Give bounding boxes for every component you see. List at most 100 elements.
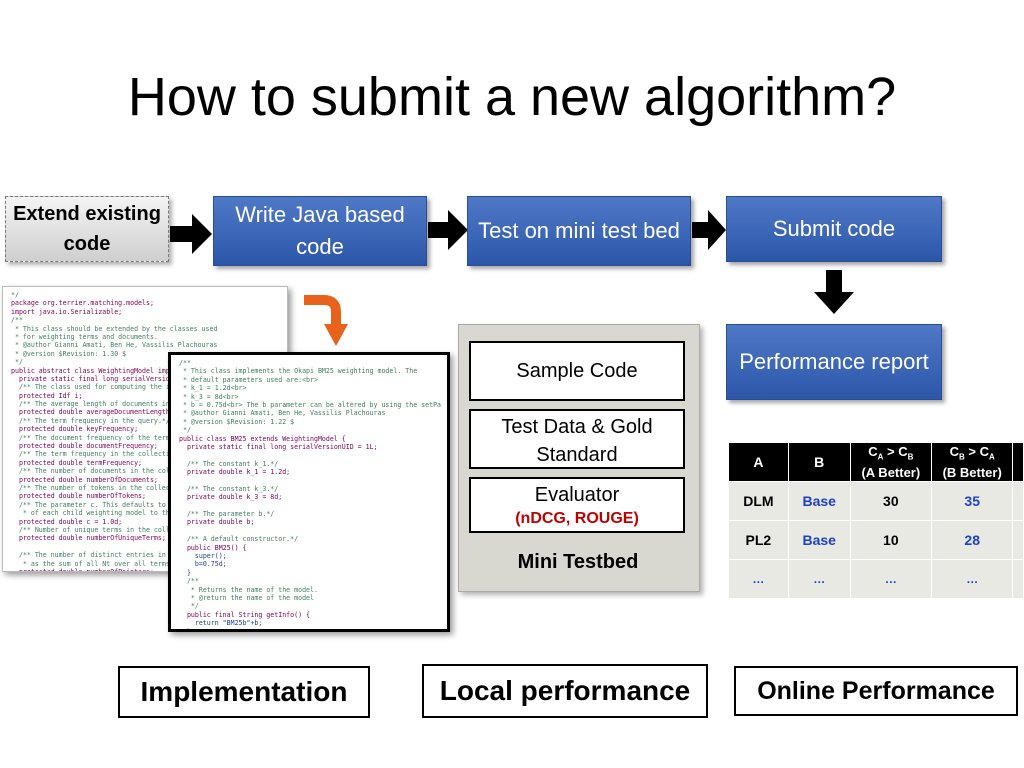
code-line: protected double termFrequency; bbox=[11, 458, 143, 467]
code-line: * @return the name of the model bbox=[179, 593, 314, 602]
local-performance-label: Local performance bbox=[422, 664, 708, 718]
code-lines: /** * This class implements the Okapi BM… bbox=[179, 359, 441, 632]
code-line: private double k_3 = 8d; bbox=[179, 493, 283, 502]
code-line: * This class implements the Okapi BM25 w… bbox=[179, 367, 418, 376]
code-line: super(); bbox=[179, 551, 227, 560]
column-header-a-better: CA > CB (A Better) bbox=[849, 442, 933, 482]
table-cell: PL2 bbox=[728, 520, 789, 560]
column-header-cut bbox=[1012, 442, 1024, 482]
code-line bbox=[179, 502, 441, 510]
code-line: */ bbox=[179, 602, 199, 611]
code-line: protected Idf i; bbox=[11, 391, 83, 400]
arrow-right-icon bbox=[170, 214, 212, 254]
code-line: } bbox=[179, 627, 191, 632]
mini-testbed-label: Mini Testbed bbox=[517, 551, 639, 573]
code-line: /** bbox=[179, 359, 191, 367]
code-line: * default parameters used are:<br> bbox=[179, 375, 318, 384]
arrow-right-icon bbox=[692, 210, 726, 250]
code-line: * k_3 = 8d<br> bbox=[179, 392, 239, 401]
evaluator-box: Evaluator (nDCG, ROUGE) bbox=[469, 477, 685, 533]
code-line: private double k_1 = 1.2d; bbox=[179, 468, 291, 477]
table-cell: … bbox=[931, 559, 1014, 599]
implementation-label: Implementation bbox=[118, 666, 370, 718]
code-line: * k_1 = 1.2d<br> bbox=[179, 384, 247, 393]
column-header-b: B bbox=[787, 442, 851, 482]
table-row: … … … … bbox=[728, 559, 1024, 599]
code-line: * b = 0.75d<br> The b parameter can be a… bbox=[182, 400, 441, 409]
table-row: DLM Base 30 35 bbox=[728, 481, 1024, 521]
online-performance-label: Online Performance bbox=[734, 666, 1018, 716]
step-test-mini-testbed: Test on mini test bed bbox=[467, 196, 691, 266]
test-data-label: Test Data & Gold Standard bbox=[501, 416, 653, 466]
evaluator-metrics: (nDCG, ROUGE) bbox=[515, 510, 639, 527]
table-cell: 28 bbox=[931, 520, 1014, 560]
code-line: */ bbox=[11, 358, 23, 367]
code-line: /** The parameter b.*/ bbox=[179, 510, 275, 519]
sample-code-label: Sample Code bbox=[516, 360, 638, 382]
code-editor-front: /** * This class implements the Okapi BM… bbox=[168, 352, 450, 632]
table-cell: 30 bbox=[849, 481, 933, 521]
code-line: /** bbox=[179, 577, 199, 586]
code-line: protected double numberOfPointers; bbox=[11, 567, 154, 572]
code-line: private static final long serialVersionU… bbox=[179, 442, 378, 451]
code-line: public final String getInfo() { bbox=[179, 610, 311, 619]
code-line bbox=[179, 527, 441, 535]
results-table: A B CA > CB (A Better) CB > CA (B Better… bbox=[728, 442, 1024, 599]
arrow-down-icon bbox=[814, 270, 854, 314]
code-line: private double b; bbox=[179, 518, 255, 527]
step-extend-label: Extend existing code bbox=[13, 203, 161, 255]
curved-arrow-icon bbox=[304, 295, 348, 346]
test-data-box: Test Data & Gold Standard bbox=[469, 409, 685, 469]
table-cell: Base bbox=[787, 520, 851, 560]
code-line bbox=[179, 451, 441, 459]
column-header-b-better: CB > CA (B Better) bbox=[931, 442, 1014, 482]
code-line: * for weighting terms and documents. bbox=[11, 332, 158, 341]
arrow-right-icon bbox=[428, 210, 468, 250]
code-line: */ bbox=[11, 291, 19, 299]
step-submit-code: Submit code bbox=[726, 196, 942, 262]
step-test-label: Test on mini test bed bbox=[478, 218, 680, 243]
mini-testbed-panel: Sample Code Test Data & Gold Standard Ev… bbox=[458, 324, 700, 592]
code-line: protected double numberOfTokens; bbox=[11, 492, 146, 501]
code-line: return "BM25b"+b; bbox=[179, 619, 263, 628]
column-header-a: A bbox=[728, 442, 789, 482]
table-cell: … bbox=[787, 559, 851, 599]
code-line: * @version $Revision: 1.22 $ bbox=[179, 417, 295, 426]
table-cell: DLM bbox=[728, 481, 789, 521]
code-line: /** A default constructor.*/ bbox=[179, 535, 299, 544]
step-report-label: Performance report bbox=[739, 349, 929, 374]
code-line: protected double numberOfDocuments; bbox=[11, 475, 158, 484]
code-line bbox=[179, 476, 441, 484]
table-cell: 35 bbox=[931, 481, 1014, 521]
table-cell: … bbox=[849, 559, 933, 599]
step-write-java-code: Write Java based code bbox=[213, 196, 427, 266]
code-line: /** The constant k_1.*/ bbox=[179, 459, 279, 468]
code-line: * @author Gianni Amati, Ben He, Vassilis… bbox=[179, 409, 386, 418]
code-line: } bbox=[179, 568, 191, 577]
code-line: public BM25() { bbox=[179, 543, 247, 552]
table-cell: 10 bbox=[849, 520, 933, 560]
code-line: protected double c = 1.0d; bbox=[11, 517, 123, 526]
table-cell bbox=[1012, 559, 1024, 599]
step-extend-existing-code: Extend existing code bbox=[5, 196, 169, 262]
code-line: protected double numberOfUniqueTerms; bbox=[11, 534, 166, 543]
step-performance-report: Performance report bbox=[726, 324, 942, 400]
table-header-row: A B CA > CB (A Better) CB > CA (B Better… bbox=[728, 442, 1024, 482]
evaluator-label: Evaluator bbox=[534, 484, 620, 506]
code-line: protected double documentFrequency; bbox=[11, 442, 158, 451]
code-line: package org.terrier.matching.models; bbox=[11, 299, 154, 308]
step-submit-label: Submit code bbox=[772, 216, 896, 241]
code-line: import java.io.Serializable; bbox=[11, 307, 123, 316]
code-line: * @version $Revision: 1.30 $ bbox=[11, 349, 127, 358]
table-row: PL2 Base 10 28 bbox=[728, 520, 1024, 560]
code-line: public class BM25 extends WeightingModel… bbox=[179, 434, 346, 443]
code-line: * Returns the name of the model. bbox=[179, 585, 318, 594]
page-title: How to submit a new algorithm? bbox=[127, 67, 897, 127]
code-line: /** The term frequency in the collection… bbox=[11, 450, 190, 459]
code-line: /** The constant k_3.*/ bbox=[179, 484, 279, 493]
step-write-label: Write Java based code bbox=[235, 202, 405, 259]
table-cell: … bbox=[728, 559, 789, 599]
code-line: protected double keyFrequency; bbox=[11, 425, 139, 434]
table-cell bbox=[1012, 520, 1024, 560]
table-cell: Base bbox=[787, 481, 851, 521]
